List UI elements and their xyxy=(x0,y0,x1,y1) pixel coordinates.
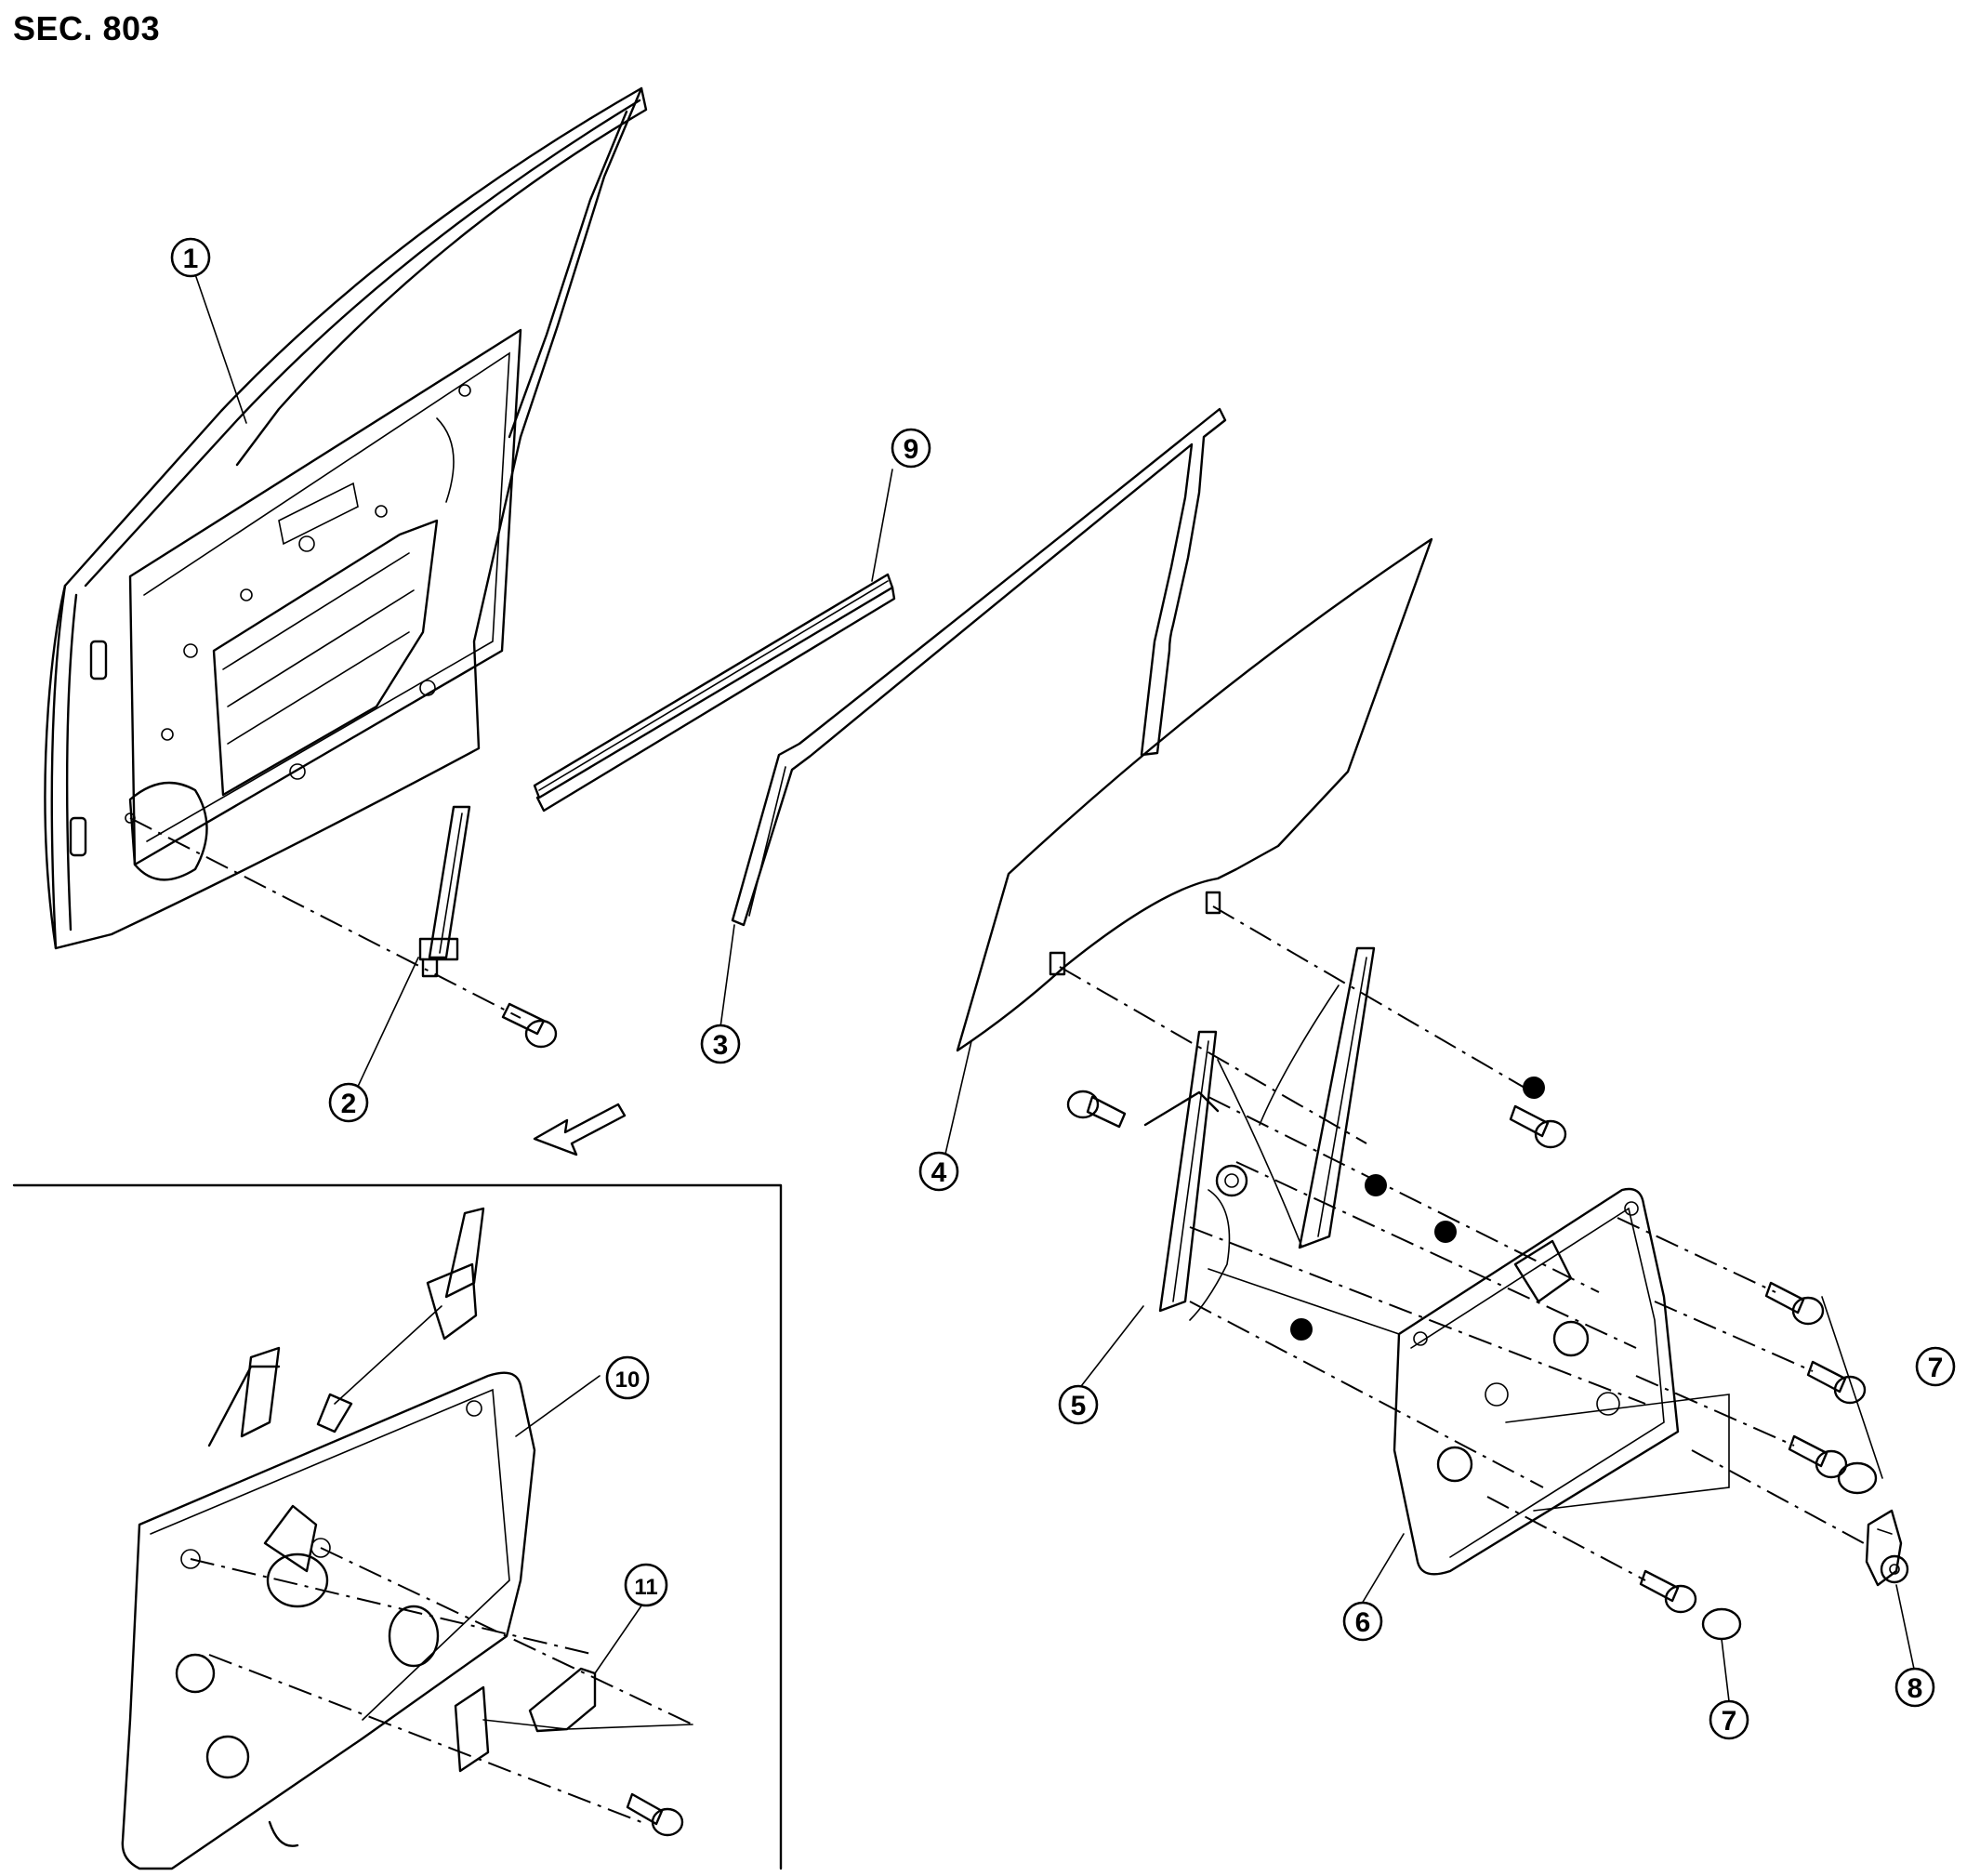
guide-bolt xyxy=(501,1002,558,1049)
callout-8: 8 xyxy=(1894,1667,1935,1708)
window-regulator xyxy=(1143,946,1376,1321)
plug-cap xyxy=(1837,1461,1878,1495)
glass-run-rubber xyxy=(731,407,1227,927)
svg-text:3: 3 xyxy=(713,1030,729,1061)
door-glass xyxy=(956,537,1433,1052)
reference-mark xyxy=(1434,1221,1457,1243)
callout-2: 2 xyxy=(328,1082,369,1123)
svg-text:10: 10 xyxy=(615,1367,640,1393)
callout-5: 5 xyxy=(1058,1384,1099,1425)
detail-inset xyxy=(12,1183,783,1870)
svg-text:1: 1 xyxy=(183,244,199,274)
module-carrier xyxy=(1393,1187,1680,1576)
plug-cap xyxy=(1701,1607,1742,1641)
callout-3: 3 xyxy=(700,1024,741,1064)
svg-text:2: 2 xyxy=(341,1089,357,1119)
rear-sash-guide xyxy=(418,805,471,978)
reference-mark xyxy=(1290,1318,1313,1341)
svg-text:7: 7 xyxy=(1928,1353,1944,1383)
callout-7: 7 xyxy=(1709,1699,1749,1740)
callout-11: 11 xyxy=(624,1563,668,1607)
regulator-bolt xyxy=(1066,1090,1127,1129)
svg-text:9: 9 xyxy=(904,434,919,465)
front-direction-arrow-icon xyxy=(533,1103,627,1156)
reference-mark xyxy=(1365,1174,1387,1196)
reference-mark xyxy=(1523,1077,1545,1099)
svg-text:11: 11 xyxy=(634,1575,657,1600)
callout-6: 6 xyxy=(1342,1601,1383,1642)
callout-10: 10 xyxy=(605,1355,650,1400)
callout-1: 1 xyxy=(170,237,211,278)
svg-text:4: 4 xyxy=(931,1157,947,1188)
svg-text:8: 8 xyxy=(1907,1673,1923,1704)
section-title: SEC. 803 xyxy=(13,9,161,47)
svg-text:5: 5 xyxy=(1071,1391,1087,1421)
outside-molding xyxy=(533,573,896,812)
front-door-panel xyxy=(44,86,648,950)
callout-9: 9 xyxy=(891,428,931,469)
regulator-motor xyxy=(1865,1509,1909,1587)
svg-text:6: 6 xyxy=(1355,1607,1371,1638)
carrier-bolts xyxy=(1509,1104,1867,1614)
callout-4: 4 xyxy=(918,1151,959,1192)
callout-7: 7 xyxy=(1915,1346,1956,1387)
svg-text:7: 7 xyxy=(1722,1706,1737,1737)
